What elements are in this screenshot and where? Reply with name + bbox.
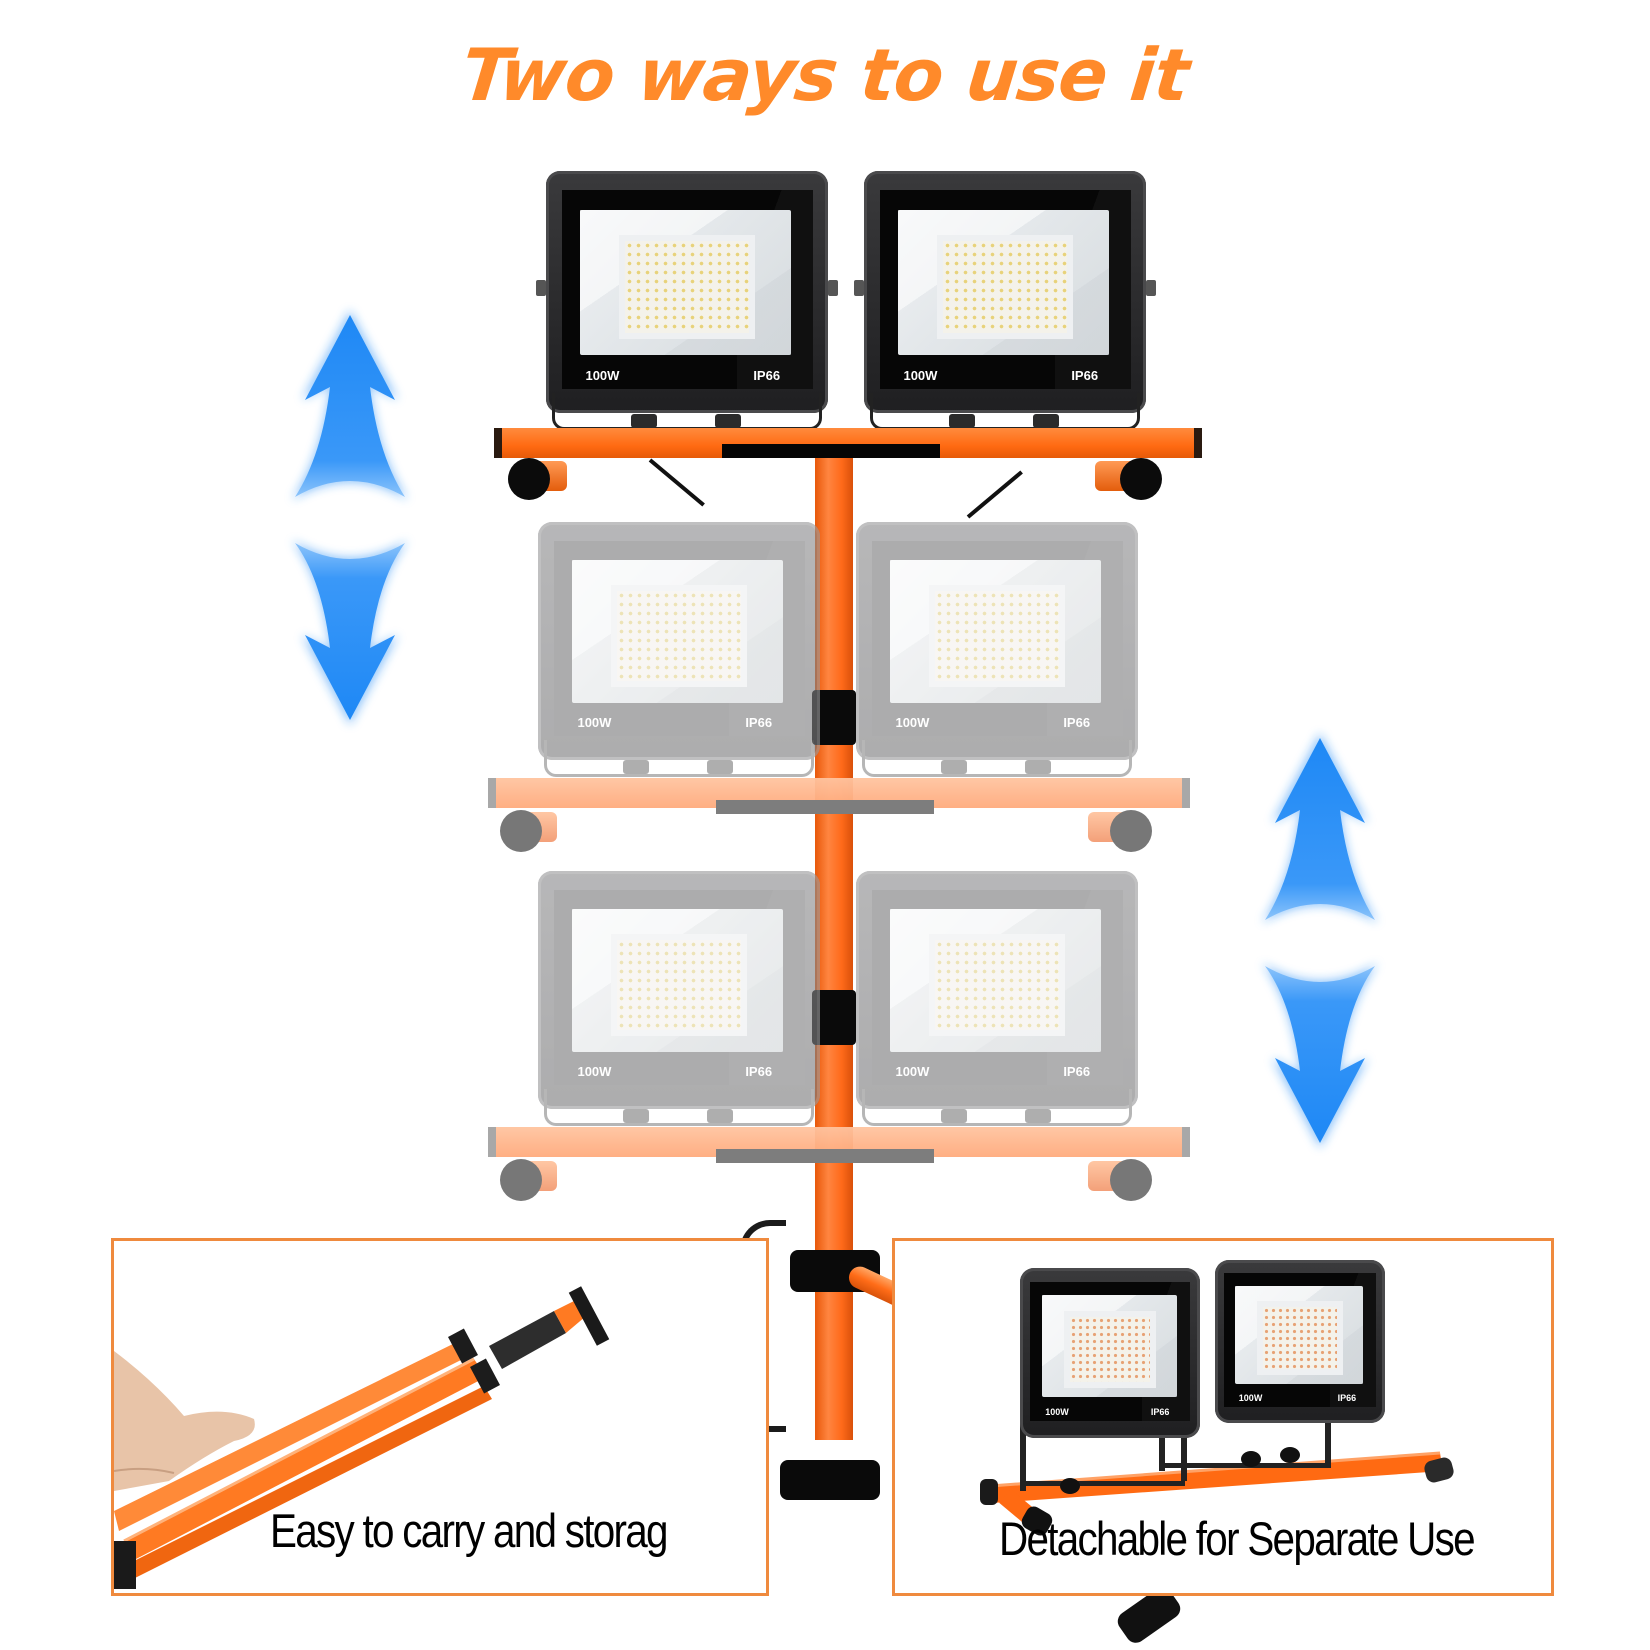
bar-knob: [500, 1159, 542, 1201]
bar-knob: [508, 458, 550, 500]
wattage-label: 100W: [577, 715, 612, 731]
bar-knob: [1110, 810, 1152, 852]
feature-caption: Detachable for Separate Use: [999, 1512, 1476, 1565]
down-arrow-icon: [295, 543, 405, 720]
tripod-hub: [780, 1460, 880, 1500]
support-strut: [966, 470, 1023, 519]
wattage-label: 100W: [1238, 1392, 1263, 1403]
folded-tripod-image: [114, 1286, 610, 1589]
rating-label: IP66: [1337, 1392, 1357, 1403]
page-title: Two ways to use it: [457, 33, 1193, 117]
rating-label: IP66: [753, 367, 781, 383]
feature-box-carry: Easy to carry and storag: [111, 1238, 769, 1596]
wattage-label: 100W: [895, 715, 930, 731]
floodlight-ghost: 100W IP66: [856, 871, 1138, 1126]
bar-mount-plate: [722, 444, 940, 458]
rating-label: IP66: [1150, 1406, 1170, 1417]
bar-knob: [1120, 458, 1162, 500]
floodlight-detached-left: 100W IP66: [1020, 1268, 1200, 1438]
wattage-label: 100W: [585, 367, 620, 383]
wattage-label: 100W: [895, 1064, 930, 1080]
rating-label: IP66: [1071, 367, 1099, 383]
wattage-label: 100W: [577, 1064, 612, 1080]
wattage-label: 100W: [1045, 1406, 1069, 1417]
rating-label: IP66: [745, 715, 773, 731]
floodlight-ghost: 100W IP66: [856, 522, 1138, 777]
floodlight-ghost: 100W IP66: [538, 871, 820, 1126]
floodlight-detached-right: 100W IP66: [1215, 1260, 1385, 1423]
bar-mount-plate: [716, 1149, 934, 1163]
floodlight-top-left: 100W IP66: [536, 171, 838, 430]
bar-knob: [1110, 1159, 1152, 1201]
rating-label: IP66: [745, 1064, 773, 1080]
up-arrow-icon: [1265, 738, 1375, 920]
feature-box-detachable: 100W IP66 100W IP66 Detachable for Separ…: [892, 1238, 1554, 1596]
support-strut: [648, 458, 705, 507]
bar-mount-plate: [716, 800, 934, 814]
feature-caption: Easy to carry and storag: [270, 1504, 669, 1557]
floodlight-ghost: 100W IP66: [538, 522, 820, 777]
floodlight-top-right: 100W IP66: [854, 171, 1156, 430]
up-down-arrow-icon: [1250, 728, 1390, 1153]
rating-label: IP66: [1063, 1064, 1091, 1080]
rating-label: IP66: [1063, 715, 1091, 731]
down-arrow-icon: [1265, 966, 1375, 1143]
wattage-label: 100W: [903, 367, 938, 383]
up-arrow-icon: [295, 315, 405, 497]
up-down-arrow-icon: [280, 305, 420, 730]
bar-knob: [500, 810, 542, 852]
